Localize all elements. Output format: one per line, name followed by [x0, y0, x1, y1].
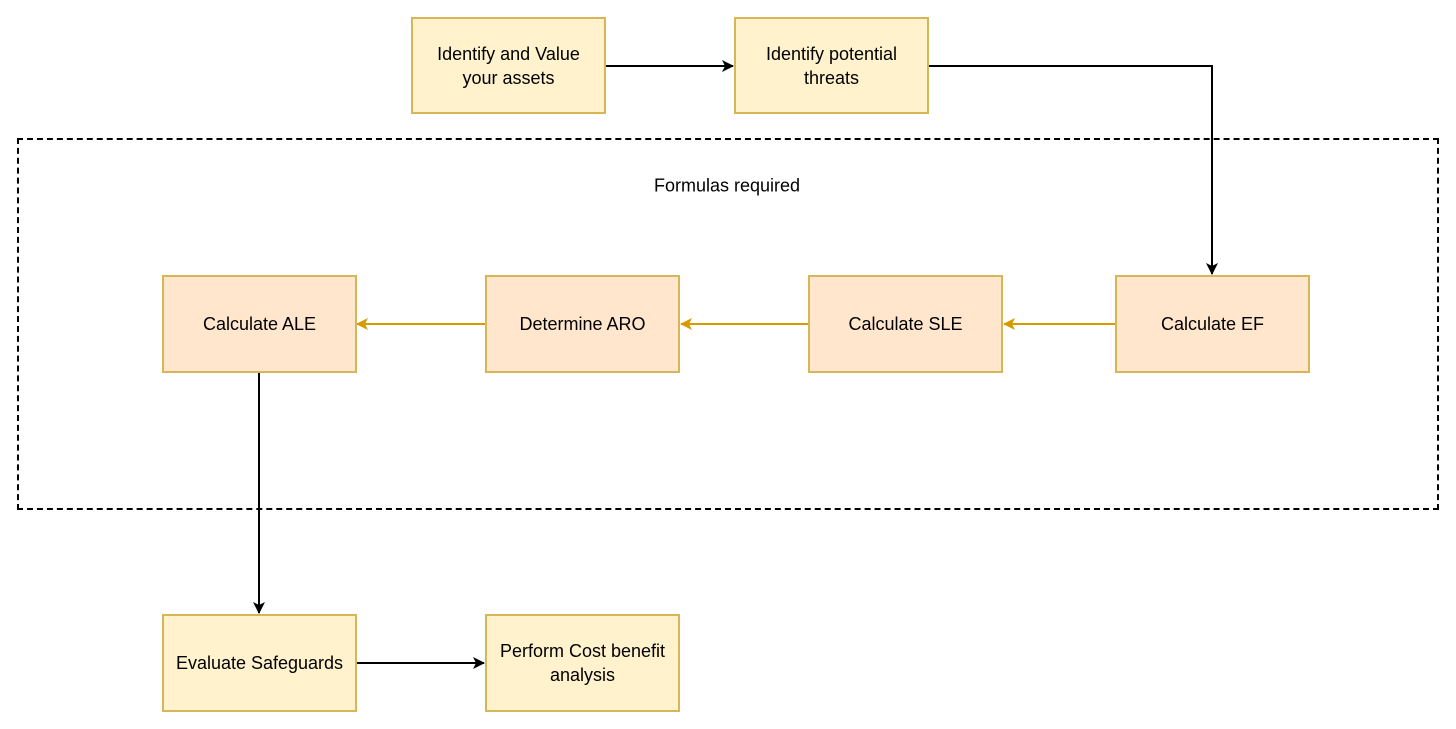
formulas-group-box [17, 138, 1439, 510]
formulas-group-label: Formulas required [653, 175, 801, 196]
determine-aro-label: Determine ARO [519, 314, 646, 334]
edge-threats-to-ef [929, 65, 1218, 275]
calculate-ale-label: Calculate ALE [202, 314, 317, 334]
identify-threats-label: Identify potential threats [765, 43, 898, 88]
evaluate-safeguards-label: Evaluate Safeguards [175, 653, 344, 673]
calculate-sle-node[interactable]: Calculate SLE [808, 275, 1003, 373]
calculate-ale-node[interactable]: Calculate ALE [162, 275, 357, 373]
evaluate-safeguards-node[interactable]: Evaluate Safeguards [162, 614, 357, 712]
calculate-sle-label: Calculate SLE [848, 314, 963, 334]
determine-aro-node[interactable]: Determine ARO [485, 275, 680, 373]
identify-assets-node[interactable]: Identify and Value your assets [411, 17, 606, 114]
cost-benefit-label: Perform Cost benefit analysis [499, 641, 666, 685]
calculate-ef-label: Calculate EF [1160, 314, 1265, 334]
identify-threats-node[interactable]: Identify potential threats [734, 17, 929, 114]
calculate-ef-node[interactable]: Calculate EF [1115, 275, 1310, 373]
cost-benefit-node[interactable]: Perform Cost benefit analysis [485, 614, 680, 712]
identify-assets-label: Identify and Value your assets [437, 43, 580, 88]
